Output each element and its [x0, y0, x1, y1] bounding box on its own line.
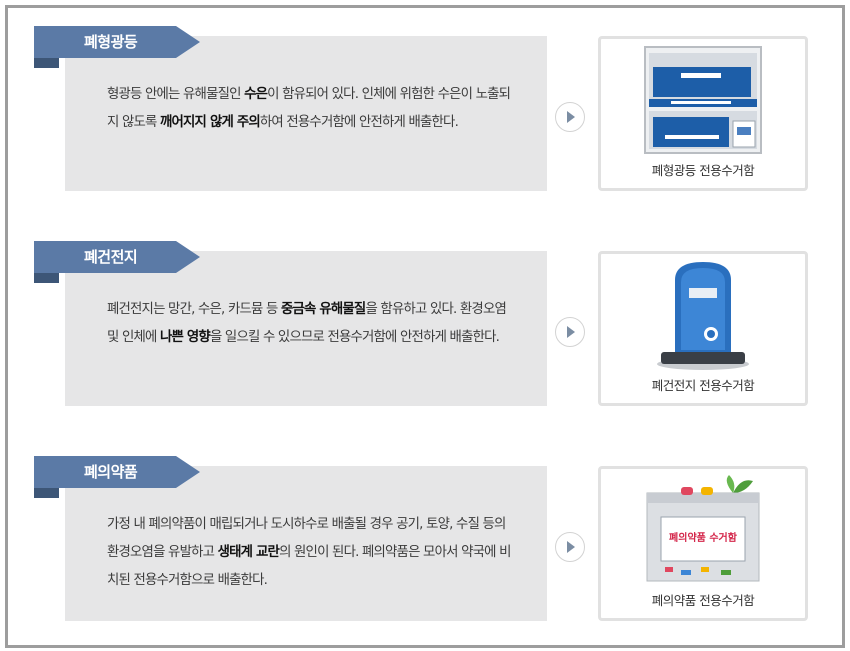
description-text: 형광등 안에는 유해물질인: [107, 87, 245, 102]
image-card: 폐의약품 수거함 폐의약품 전용수거함: [598, 466, 808, 621]
image-caption: 폐건전지 전용수거함: [651, 378, 755, 393]
section-title: 폐의약품: [84, 463, 138, 481]
section-battery: 폐건전지 폐건전지는 망간, 수은, 카드뮴 등 중금속 유해물질을 함유하고 …: [8, 223, 842, 423]
medicine-collection-box-icon: 폐의약품 수거함: [641, 475, 765, 587]
description-text: 하여 전용수거함에 안전하게 배출한다.: [259, 115, 459, 130]
description-text: 폐건전지는 망간, 수은, 카드뮴 등: [107, 302, 281, 317]
description-box: [65, 466, 547, 621]
description-box: [65, 36, 547, 191]
ribbon-tab-shape: [34, 456, 200, 498]
image-card: 폐형광등 전용수거함: [598, 36, 808, 191]
medicine-box-label: 폐의약품 수거함: [669, 531, 738, 544]
section-title-tab: 폐의약품: [34, 456, 200, 502]
section-title-tab: 폐형광등: [34, 26, 200, 72]
section-description: 가정 내 폐의약품이 매립되거나 도시하수로 배출될 경우 공기, 토양, 수질…: [107, 511, 515, 595]
emphasis-text: 깨어지지 않게 주의: [160, 115, 261, 130]
section-description: 폐건전지는 망간, 수은, 카드뮴 등 중금속 유해물질을 함유하고 있다. 환…: [107, 296, 515, 352]
description-text: 의 원인이 된다. 폐의약품은 모아서 약국에 비치된 전용수거함으로 배출한다…: [107, 545, 511, 588]
ribbon-tab-shape: [34, 26, 200, 68]
fluorescent-lamp-collection-box-icon: [641, 45, 765, 157]
section-medicine: 폐의약품 가정 내 폐의약품이 매립되거나 도시하수로 배출될 경우 공기, 토…: [8, 438, 842, 638]
battery-collection-box-icon: [641, 260, 765, 372]
page-frame: 폐형광등 형광등 안에는 유해물질인 수은이 함유되어 있다. 인체에 위험한 …: [5, 5, 845, 648]
image-caption: 폐의약품 전용수거함: [651, 593, 755, 608]
section-description: 형광등 안에는 유해물질인 수은이 함유되어 있다. 인체에 위험한 수은이 노…: [107, 81, 515, 137]
arrow-right-icon: [555, 317, 585, 347]
description-text: 을 일으킬 수 있으므로 전용수거함에 안전하게 배출한다.: [209, 330, 500, 345]
emphasis-text: 나쁜 영향: [160, 330, 211, 345]
description-text: 이 함유되어 있다. 인체에 위험한 수은이 노출되지 않도록: [107, 87, 511, 130]
arrow-right-icon: [555, 102, 585, 132]
arrow-right-icon: [555, 532, 585, 562]
section-fluorescent-lamp: 폐형광등 형광등 안에는 유해물질인 수은이 함유되어 있다. 인체에 위험한 …: [8, 8, 842, 208]
image-card: 폐건전지 전용수거함: [598, 251, 808, 406]
emphasis-text: 생태계 교란: [217, 545, 280, 560]
description-text: 을 함유하고 있다. 환경오염 및 인체에: [107, 302, 507, 345]
emphasis-text: 중금속 유해물질: [280, 302, 366, 317]
section-title: 폐건전지: [84, 248, 138, 266]
ribbon-tab-shape: [34, 241, 200, 283]
emphasis-text: 수은: [244, 87, 268, 102]
image-caption: 폐형광등 전용수거함: [651, 163, 755, 178]
section-title: 폐형광등: [84, 33, 138, 51]
description-box: [65, 251, 547, 406]
description-text: 가정 내 폐의약품이 매립되거나 도시하수로 배출될 경우 공기, 토양, 수질…: [107, 517, 506, 560]
section-title-tab: 폐건전지: [34, 241, 200, 287]
